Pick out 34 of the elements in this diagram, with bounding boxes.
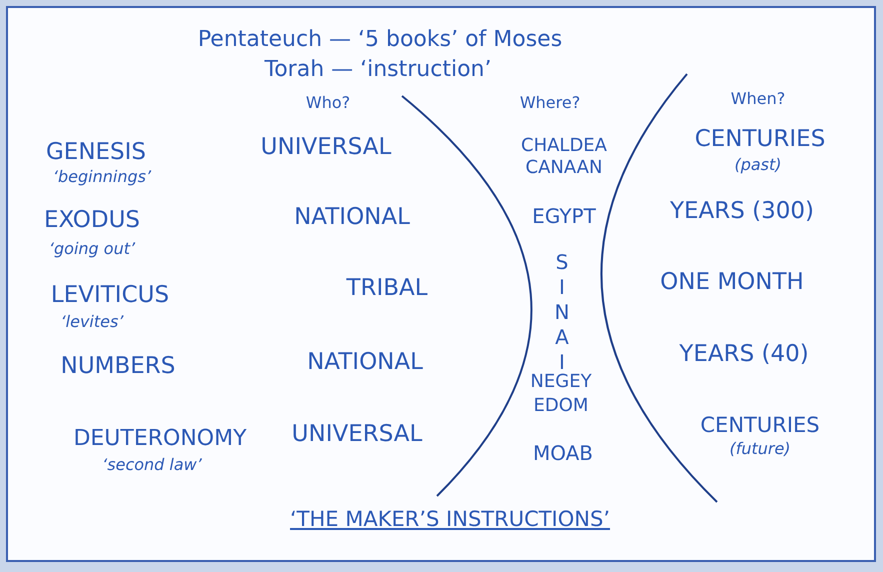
table-entry: TRIBAL bbox=[346, 276, 428, 302]
table-entry: UNIVERSAL bbox=[292, 422, 422, 448]
table-entry: DEUTERONOMY bbox=[73, 427, 247, 452]
meaning-label: ‘beginnings’ bbox=[52, 168, 152, 186]
table-entry: NUMBERS bbox=[60, 354, 176, 380]
table-entry: CENTURIES bbox=[700, 414, 820, 438]
table-entry: EXODUS bbox=[44, 208, 140, 234]
table-entry: YEARS (300) bbox=[670, 199, 814, 224]
subtitle: Torah — ‘instruction’ bbox=[264, 58, 492, 82]
table-entry: NATIONAL bbox=[294, 205, 410, 230]
meaning-label: (past) bbox=[734, 156, 782, 174]
meaning-label: ‘going out’ bbox=[48, 240, 136, 258]
caption: ‘THE MAKER’S INSTRUCTIONS’ bbox=[290, 508, 610, 532]
table-entry: CENTURIES bbox=[694, 127, 826, 152]
table-entry: NATIONAL bbox=[307, 350, 423, 376]
table-entry: MOAB bbox=[532, 442, 594, 464]
table-entry: GENESIS bbox=[46, 140, 146, 166]
table-entry: EGYPT bbox=[532, 205, 596, 227]
table-entry: ONE MONTH bbox=[660, 270, 804, 296]
table-entry: YEARS (40) bbox=[679, 342, 809, 368]
title: Pentateuch — ‘5 books’ of Moses bbox=[198, 28, 562, 52]
table-entry: EDOM bbox=[534, 396, 588, 416]
meaning-label: (future) bbox=[729, 440, 791, 458]
meaning-label: ‘second law’ bbox=[102, 456, 202, 474]
table-entry: UNIVERSAL bbox=[260, 135, 392, 160]
column-heading: Who? bbox=[306, 94, 350, 112]
table-entry: CANAAN bbox=[526, 158, 602, 178]
table-entry: CHALDEA bbox=[521, 136, 607, 156]
table-entry: NEGEY bbox=[530, 372, 592, 392]
column-heading: When? bbox=[730, 90, 786, 108]
vertical-label: SINAI bbox=[551, 250, 573, 375]
table-entry: LEVITICUS bbox=[50, 283, 170, 308]
meaning-label: ‘levites’ bbox=[60, 313, 124, 331]
column-heading: Where? bbox=[520, 94, 580, 112]
